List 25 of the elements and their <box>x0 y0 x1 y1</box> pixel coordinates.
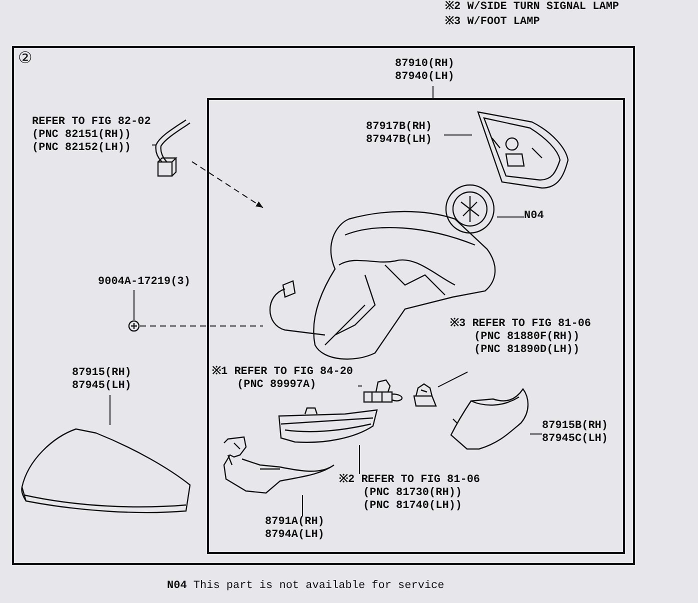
part-number: 9004A-17219(3) <box>98 276 192 289</box>
section-number: ② <box>18 50 32 68</box>
frame <box>207 98 625 554</box>
leader-line <box>444 134 472 136</box>
part-number: 87910(RH) 87940(LH) <box>395 58 456 84</box>
part-number: 87915B(RH) 87945C(LH) <box>542 420 610 446</box>
reference-note: REFER TO FIG 82-02 (PNC 82151(RH)) (PNC 82152(LH)) <box>32 116 152 155</box>
footnote: ※2 W/SIDE TURN SIGNAL LAMP <box>445 1 620 14</box>
leader-line <box>438 372 468 388</box>
part-code: N04 <box>524 210 545 223</box>
leader-line <box>302 494 303 516</box>
frame <box>12 46 635 565</box>
note: N04 This part is not available for service <box>167 580 444 593</box>
reference-note: ※3 REFER TO FIG 81-06 (PNC 81880F(RH)) (PNC 81890D(LH)) <box>450 318 592 357</box>
leader-line <box>152 144 156 146</box>
leader-line <box>496 216 524 218</box>
dashed-line <box>192 161 264 208</box>
footnote: ※3 W/FOOT LAMP <box>445 16 540 29</box>
part-number: 8791A(RH) 8794A(LH) <box>265 516 326 542</box>
reference-note: ※1 REFER TO FIG 84-20 (PNC 89997A) <box>212 366 354 392</box>
leader-line <box>432 86 434 98</box>
part-number: 87915(RH) 87945(LH) <box>72 367 132 393</box>
part-number: 87917B(RH) 87947B(LH) <box>366 121 434 147</box>
reference-note: ※2 REFER TO FIG 81-06 (PNC 81730(RH)) (PNC 81740(LH)) <box>339 474 481 513</box>
leader-line <box>359 444 360 474</box>
